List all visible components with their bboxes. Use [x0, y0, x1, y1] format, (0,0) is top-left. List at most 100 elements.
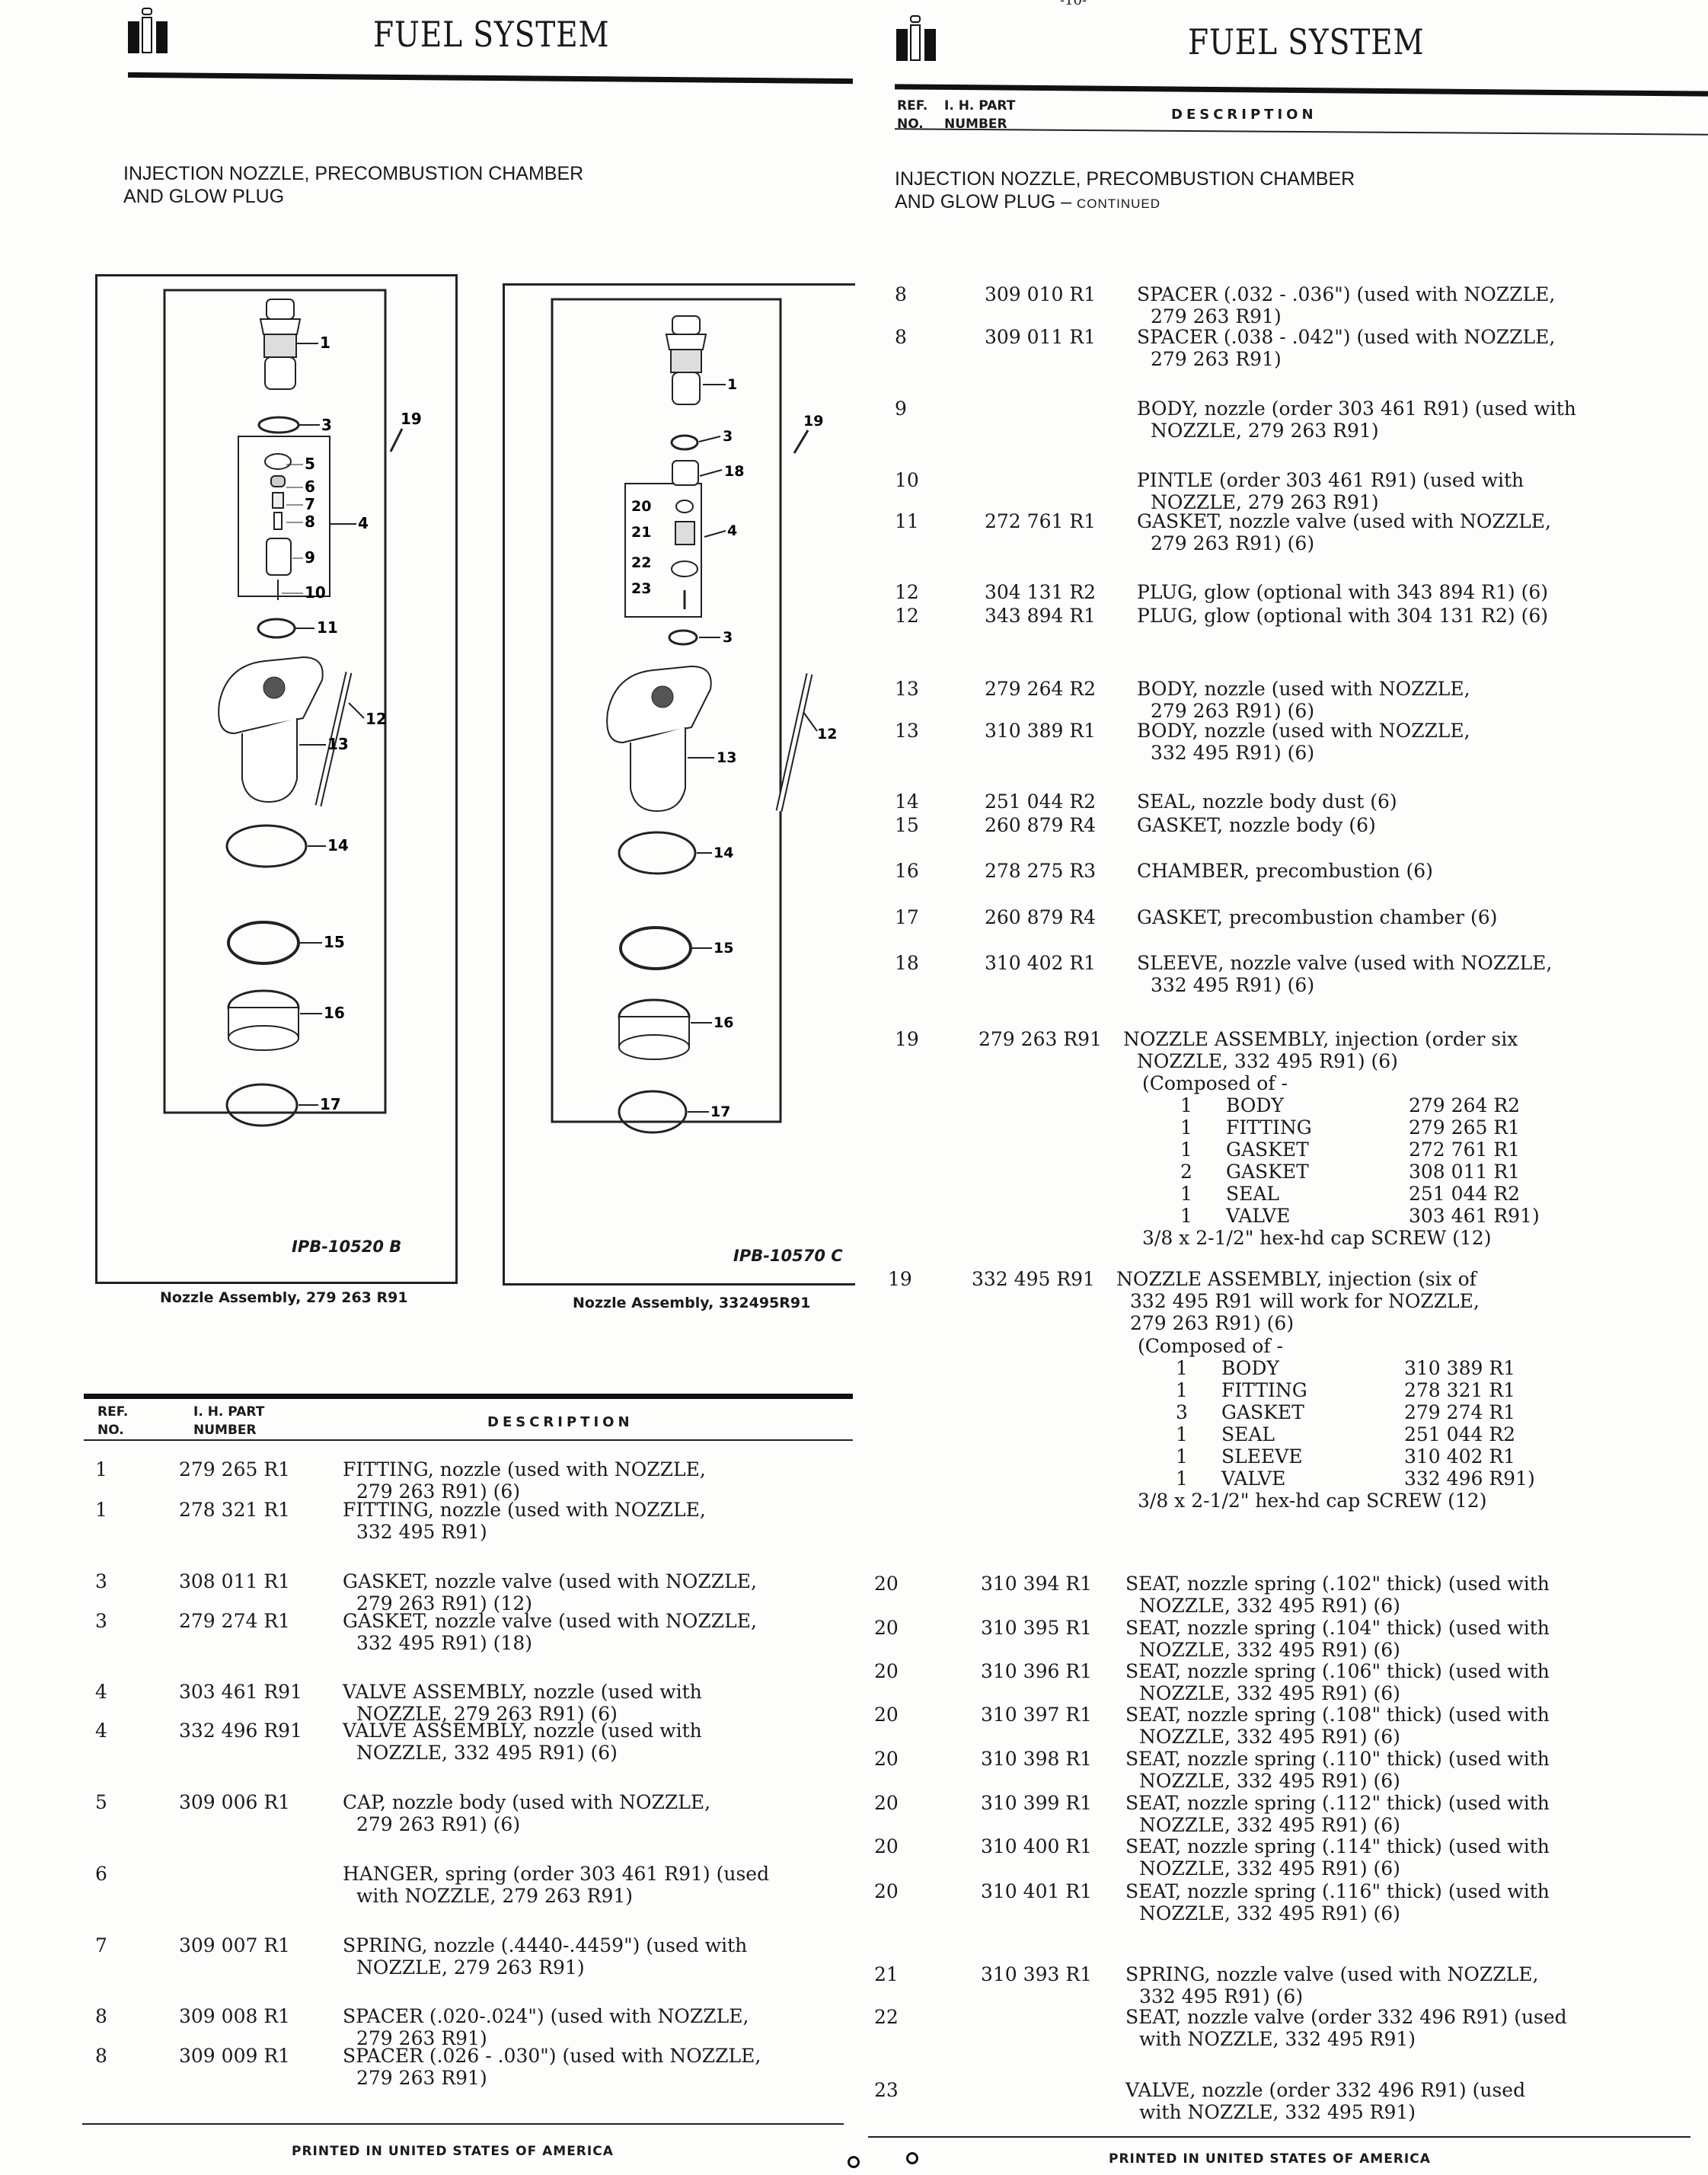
description-line1: FITTING, nozzle (used with NOZZLE,: [343, 1458, 706, 1480]
component-name: SLEEVE: [1221, 1445, 1303, 1468]
part-description: GASKET, nozzle valve (used with NOZZLE,2…: [1137, 510, 1551, 554]
part-number: 279 265 R1: [179, 1458, 291, 1480]
col-header-part: I. H. PART NUMBER: [944, 97, 1015, 133]
part-description: GASKET, nozzle valve (used with NOZZLE,2…: [343, 1570, 757, 1614]
component-part: 279 274 R1: [1404, 1401, 1516, 1423]
svg-text:16: 16: [324, 1004, 345, 1022]
part-description: SPACER (.026 - .030") (used with NOZZLE,…: [343, 2045, 761, 2089]
part-number: 310 399 R1: [981, 1792, 1093, 1814]
part-description: CAP, nozzle body (used with NOZZLE,279 2…: [343, 1791, 710, 1835]
component-part: 279 265 R1: [1409, 1116, 1521, 1139]
section-title-line2: AND GLOW PLUG –: [895, 191, 1071, 212]
footer-rule: [82, 2123, 844, 2125]
ref-number: 7: [95, 1934, 107, 1956]
description-line1: GASKET, nozzle valve (used with NOZZLE,: [343, 1610, 757, 1632]
part-description: SPRING, nozzle (.4440-.4459") (used with…: [343, 1934, 747, 1979]
svg-text:3: 3: [321, 416, 332, 434]
section-title: INJECTION NOZZLE, PRECOMBUSTION CHAMBER …: [123, 162, 583, 208]
ref-number: 8: [895, 326, 907, 348]
part-number: 310 394 R1: [981, 1573, 1093, 1595]
table-header-underline: [895, 128, 1708, 136]
component-part: 278 321 R1: [1404, 1379, 1516, 1401]
description-line1: SPACER (.026 - .030") (used with NOZZLE,: [343, 2045, 761, 2067]
component-part: 251 044 R2: [1404, 1423, 1516, 1445]
ref-number: 16: [895, 860, 919, 882]
continued-label: CONTINUED: [1076, 196, 1161, 211]
ref-number: 8: [895, 283, 907, 305]
ref-number: 14: [895, 790, 919, 813]
part-number: 310 395 R1: [981, 1617, 1093, 1639]
part-description: SPACER (.038 - .042") (used with NOZZLE,…: [1137, 326, 1555, 370]
description-line2: 332 495 R91 will work for NOZZLE,: [1130, 1290, 1480, 1312]
description-line2: 279 263 R91) (6): [1151, 700, 1315, 722]
component-part: 251 044 R2: [1409, 1183, 1521, 1205]
svg-text:8: 8: [305, 513, 315, 531]
part-description: GASKET, nozzle valve (used with NOZZLE,3…: [343, 1610, 757, 1654]
component-name: SEAL: [1221, 1423, 1275, 1445]
description-line1: SEAT, nozzle spring (.104" thick) (used …: [1125, 1617, 1550, 1639]
col-header-part: I. H. PART NUMBER: [193, 1403, 264, 1439]
screw-line: 3/8 x 2-1/2" hex-hd cap SCREW (12): [1138, 1490, 1487, 1512]
part-number: 260 879 R4: [985, 814, 1097, 836]
footer-text: PRINTED IN UNITED STATES OF AMERICA: [292, 2144, 614, 2159]
section-title: INJECTION NOZZLE, PRECOMBUSTION CHAMBER …: [895, 168, 1355, 216]
col-header-ref: REF. NO.: [97, 1403, 128, 1439]
figure-code: IPB-10520 B: [292, 1238, 402, 1256]
description-line2: 279 263 R91): [356, 2067, 487, 2089]
svg-text:3: 3: [723, 428, 733, 445]
svg-text:13: 13: [327, 735, 349, 753]
part-number: 309 008 R1: [179, 2005, 291, 2027]
col-header-description: DESCRIPTION: [487, 1414, 634, 1430]
part-number: 310 398 R1: [981, 1748, 1093, 1770]
description-line1: NOZZLE ASSEMBLY, injection (order six: [1123, 1028, 1518, 1050]
description-line2: with NOZZLE, 332 495 R91): [1139, 2028, 1416, 2050]
description-line1: PLUG, glow (optional with 304 131 R2) (6…: [1137, 605, 1549, 627]
part-description: SEAT, nozzle valve (order 332 496 R91) (…: [1125, 2006, 1567, 2050]
ref-number: 15: [895, 814, 919, 836]
part-description: PLUG, glow (optional with 343 894 R1) (6…: [1137, 581, 1548, 603]
ref-number: 17: [895, 906, 919, 928]
ref-number: 20: [874, 1617, 899, 1639]
part-description: BODY, nozzle (order 303 461 R91) (used w…: [1137, 398, 1576, 442]
section-title-line1: INJECTION NOZZLE, PRECOMBUSTION CHAMBER: [895, 168, 1355, 190]
figure-caption: Nozzle Assembly, 332495R91: [573, 1295, 811, 1311]
part-description: SEAT, nozzle spring (.114" thick) (used …: [1125, 1835, 1550, 1880]
part-description: SPRING, nozzle valve (used with NOZZLE,3…: [1125, 1963, 1538, 2007]
ref-number: 20: [874, 1660, 899, 1682]
ref-number: 19: [888, 1268, 912, 1290]
component-part: 310 402 R1: [1404, 1445, 1516, 1468]
description-line2: NOZZLE, 332 495 R91) (6): [1139, 1682, 1400, 1704]
ref-number: 13: [895, 720, 919, 742]
component-name: BODY: [1226, 1094, 1284, 1116]
description-line1: GASKET, nozzle body (6): [1137, 814, 1376, 836]
ref-number: 20: [874, 1792, 899, 1814]
description-line1: SPACER (.032 - .036") (used with NOZZLE,: [1137, 283, 1556, 305]
svg-text:14: 14: [327, 836, 349, 854]
description-line2: NOZZLE, 332 495 R91) (6): [1139, 1639, 1400, 1661]
svg-text:9: 9: [305, 548, 315, 567]
description-line2: NOZZLE, 332 495 R91) (6): [356, 1742, 618, 1764]
part-number: 310 389 R1: [985, 720, 1097, 742]
part-number: 310 400 R1: [981, 1835, 1093, 1857]
ref-number: 20: [874, 1880, 899, 1902]
component-part: 279 264 R2: [1409, 1094, 1521, 1116]
part-description: SEAT, nozzle spring (.108" thick) (used …: [1125, 1704, 1550, 1748]
svg-text:10: 10: [305, 583, 326, 602]
col-header-part-line2: NUMBER: [193, 1423, 257, 1438]
component-qty: 1: [1180, 1205, 1192, 1227]
description-line2: NOZZLE, 279 263 R91): [1151, 491, 1379, 513]
part-number: 309 011 R1: [985, 326, 1097, 348]
svg-text:6: 6: [305, 477, 315, 496]
